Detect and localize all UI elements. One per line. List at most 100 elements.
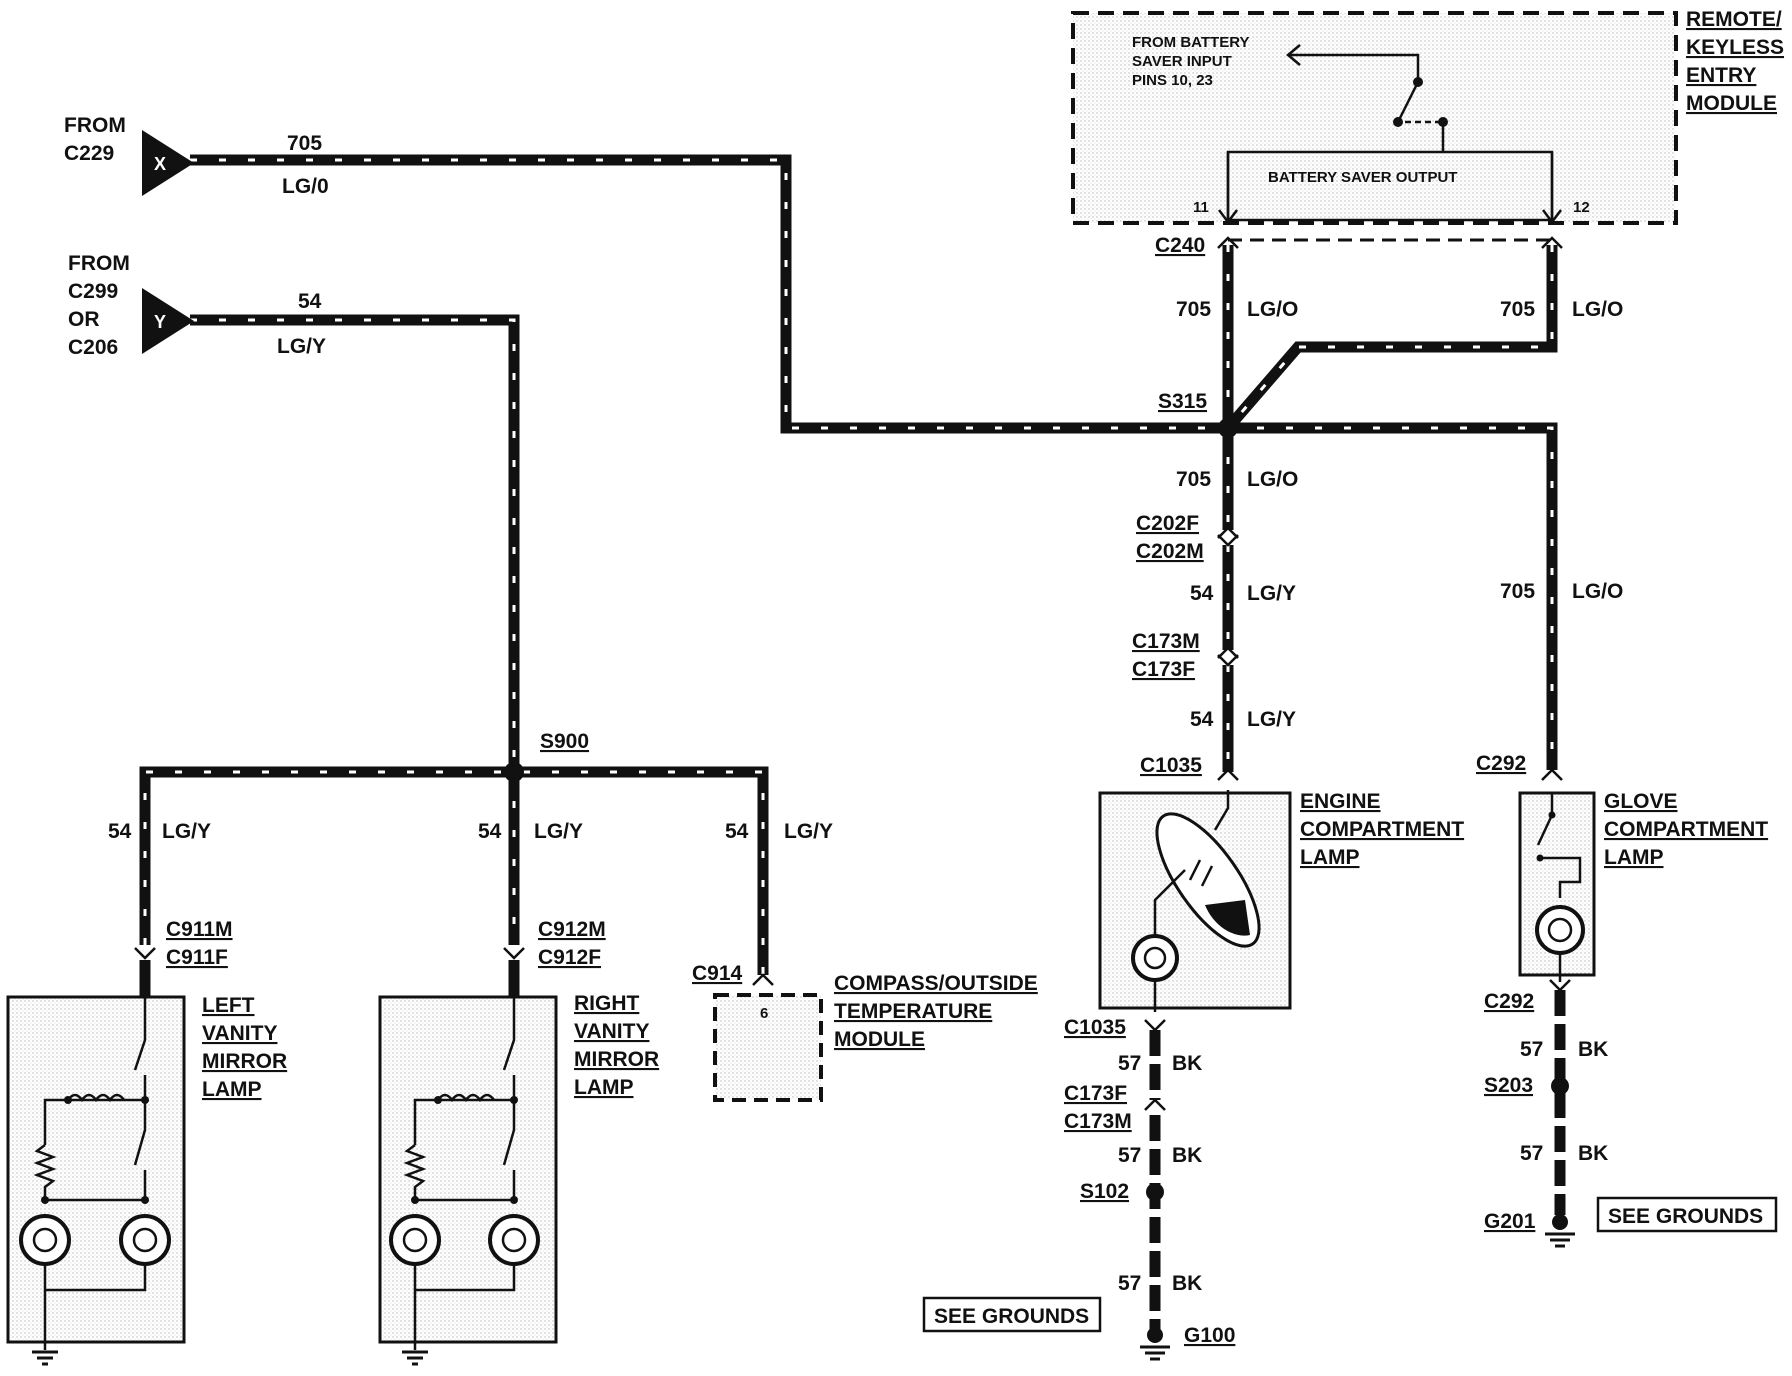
wire-color: BK — [1172, 1052, 1202, 1075]
wire-705-pin12 — [1223, 245, 1558, 432]
compass-pin-label: 6 — [760, 1005, 768, 1022]
bulb-icon — [19, 1214, 71, 1266]
c206-label: C206 — [68, 336, 118, 359]
engine-compartment-lamp — [1098, 790, 1292, 1012]
wire-color: LG/Y — [784, 820, 833, 843]
ground-g100-icon — [1140, 1327, 1170, 1361]
bulb-icon — [1131, 934, 1179, 982]
connector-x-icon: X — [142, 130, 194, 196]
wire-705-c229 — [190, 154, 1228, 434]
left-lamp-line-2: VANITY — [202, 1022, 277, 1045]
see-grounds-box — [922, 1296, 1102, 1333]
wire-label: 57 — [1520, 1142, 1543, 1165]
bulb-icon — [119, 1214, 171, 1266]
engine-lamp-line-3: LAMP — [1300, 846, 1360, 869]
glove-lamp-line-2: COMPARTMENT — [1604, 818, 1768, 841]
wire-label: 54 — [108, 820, 132, 843]
right-lamp-line-4: LAMP — [574, 1076, 634, 1099]
bulb-icon — [1535, 905, 1585, 955]
c299-label: C299 — [68, 280, 118, 303]
c292-bottom-label: C292 — [1484, 990, 1534, 1013]
c292-label: C292 — [1476, 752, 1526, 775]
remote-keyless-entry-module: FROM BATTERY SAVER INPUT PINS 10, 23 BAT… — [1071, 8, 1784, 225]
module-name-line-3: ENTRY — [1686, 64, 1756, 87]
ground-icon — [32, 1350, 58, 1366]
c911m-label: C911M — [166, 918, 233, 941]
wire-54-label: 54 — [298, 290, 322, 313]
module-name-line-2: KEYLESS — [1686, 36, 1784, 59]
wire-label: 54 — [1190, 582, 1214, 605]
pin-12-arrow-icon — [1542, 209, 1562, 225]
c173f-bottom-label: C173F — [1064, 1082, 1127, 1105]
left-lamp-line-1: LEFT — [202, 994, 255, 1017]
wire-color: LG/O — [1247, 298, 1298, 321]
g201-label: G201 — [1484, 1210, 1536, 1233]
see-grounds-b: SEE GROUNDS — [1608, 1205, 1763, 1228]
ground-icon — [402, 1350, 428, 1366]
c240-connector: C240 — [1155, 234, 1563, 257]
ground-g201-icon — [1545, 1214, 1575, 1248]
wire-705-glove — [1228, 422, 1558, 770]
splice-s900 — [504, 762, 524, 782]
glove-lamp-line-1: GLOVE — [1604, 790, 1678, 813]
wire-705-label: 705 — [287, 132, 322, 155]
wire-color: LG/O — [1247, 468, 1298, 491]
wire-label: 705 — [1500, 580, 1535, 603]
wire-label: 705 — [1176, 298, 1211, 321]
glove-compartment-lamp — [1518, 791, 1596, 982]
relay-switch-icon — [1396, 81, 1420, 123]
input-arrow-icon — [1286, 44, 1301, 66]
wire-color: LG/Y — [162, 820, 211, 843]
or-label: OR — [68, 308, 100, 331]
wire-color: BK — [1578, 1038, 1608, 1061]
c914-label: C914 — [692, 962, 743, 985]
left-vanity-mirror-lamp — [6, 995, 186, 1350]
wire-705-color: LG/0 — [282, 175, 329, 198]
battery-saver-input-line-1: FROM BATTERY — [1132, 34, 1250, 51]
c1035-label: C1035 — [1140, 754, 1202, 777]
svg-text:X: X — [154, 154, 166, 174]
right-lamp-line-2: VANITY — [574, 1020, 649, 1043]
pin-11-label: 11 — [1193, 199, 1209, 216]
compass-line-3: MODULE — [834, 1028, 925, 1051]
splice-s203-label: S203 — [1484, 1074, 1533, 1097]
wire-label: 54 — [725, 820, 749, 843]
splice-s315 — [1218, 418, 1238, 438]
wire-label: 57 — [1118, 1144, 1141, 1167]
c1035-bottom-label: C1035 — [1064, 1016, 1126, 1039]
c173m-label: C173M — [1132, 630, 1200, 653]
battery-saver-output-label: BATTERY SAVER OUTPUT — [1268, 169, 1457, 186]
from-label-y: FROM — [68, 252, 130, 275]
right-lamp-line-1: RIGHT — [574, 992, 640, 1015]
see-grounds-a: SEE GROUNDS — [934, 1305, 1089, 1328]
glove-lamp-line-3: LAMP — [1604, 846, 1664, 869]
bulb-icon — [488, 1214, 540, 1266]
c911f-label: C911F — [166, 946, 228, 969]
c173f-label: C173F — [1132, 658, 1195, 681]
connector-y-icon: Y — [142, 288, 194, 354]
compass-line-2: TEMPERATURE — [834, 1000, 992, 1023]
switch-contact-icon — [1393, 117, 1403, 127]
wire-color: LG/Y — [534, 820, 583, 843]
wire-label: 57 — [1520, 1038, 1543, 1061]
splice-s102 — [1146, 1183, 1164, 1201]
splice-s900-label: S900 — [540, 730, 589, 753]
module-name-line-4: MODULE — [1686, 92, 1777, 115]
splice-s203 — [1551, 1077, 1569, 1095]
module-name-line-1: REMOTE/ — [1686, 8, 1782, 31]
wire-color: LG/Y — [1247, 582, 1296, 605]
left-lamp-line-4: LAMP — [202, 1078, 262, 1101]
battery-saver-input-line-3: PINS 10, 23 — [1132, 72, 1213, 89]
wire-color: BK — [1172, 1272, 1202, 1295]
wire-color: LG/O — [1572, 580, 1623, 603]
engine-lamp-line-1: ENGINE — [1300, 790, 1381, 813]
bulb-icon — [389, 1214, 441, 1266]
svg-text:Y: Y — [154, 312, 166, 332]
compass-line-1: COMPASS/OUTSIDE — [834, 972, 1038, 995]
pin-11-arrow-icon — [1218, 209, 1238, 225]
right-vanity-mirror-lamp — [378, 995, 558, 1350]
left-lamp-line-3: MIRROR — [202, 1050, 287, 1073]
c912m-label: C912M — [538, 918, 606, 941]
engine-lamp-line-2: COMPARTMENT — [1300, 818, 1464, 841]
